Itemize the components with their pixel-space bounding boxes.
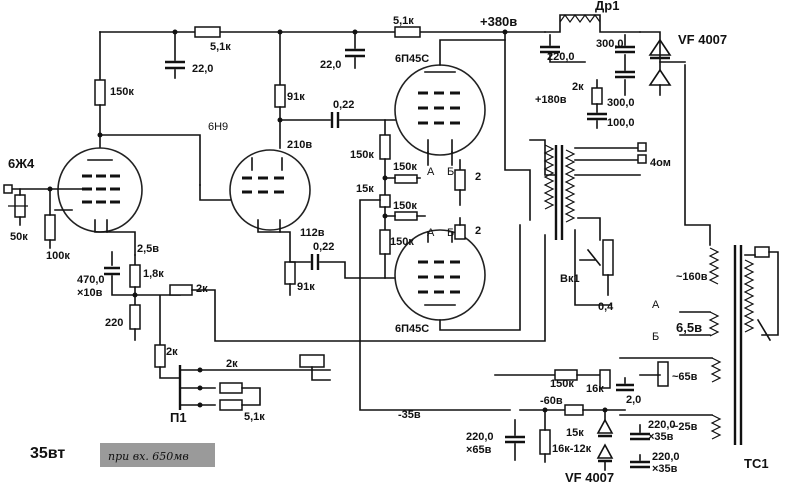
note-background xyxy=(100,443,215,467)
label-note: при вх. 650мв xyxy=(108,450,189,463)
label-v1: 6Ж4 xyxy=(8,156,35,171)
pin-a2: А xyxy=(427,227,435,239)
filter-caps xyxy=(165,26,365,79)
switch-p1 xyxy=(178,354,331,411)
label-r-bias3: 15к xyxy=(566,427,584,439)
label-choke: Др1 xyxy=(595,0,619,13)
label-r-grid-b: 150к xyxy=(390,236,414,248)
label-bias2-voltage: -35в xyxy=(398,409,421,421)
label-r-v1-anode: 150к xyxy=(110,86,134,98)
label-r-grid-a: 150к xyxy=(350,149,374,161)
label-c-v1-cathode-1: 470,0 xyxy=(77,274,105,286)
label-r-top: 5,1к xyxy=(210,41,231,53)
label-r-bias2: 16к xyxy=(586,383,604,395)
resistor-grid xyxy=(44,214,56,241)
label-ac-bias: ~65в xyxy=(672,371,698,383)
label-v2-cathode-voltage: 112в xyxy=(300,227,325,239)
label-c-filter: 22,0 xyxy=(320,59,341,71)
label-c-coupling1: 0,22 xyxy=(333,99,354,111)
label-r-sw1: 2к xyxy=(166,346,178,358)
pin-b1: Б xyxy=(447,166,454,178)
label-r-filter: 5,1к xyxy=(393,15,414,27)
label-r-fb: 2к xyxy=(196,283,208,295)
b-plus-rail xyxy=(99,13,661,221)
label-v2: 6Н9 xyxy=(208,121,228,133)
tube-v3 xyxy=(394,39,506,156)
label-r-screen2: 2 xyxy=(475,225,481,237)
label-r-stopper-b: 150к xyxy=(393,200,417,212)
label-c-bias4-1: 220,0 xyxy=(652,451,680,463)
tube-v2 xyxy=(199,31,401,296)
label-c-bias3-1: 220,0 xyxy=(648,419,676,431)
label-c-top: 22,0 xyxy=(192,63,213,75)
label-output-ohm: 4ом xyxy=(650,157,671,169)
label-r-mid: 15к xyxy=(356,183,374,195)
label-r-stopper-a: 150к xyxy=(393,161,417,173)
label-v2-anode-voltage: 210в xyxy=(287,139,312,151)
label-r-in: 50к xyxy=(10,231,28,243)
label-diode1: VF 4007 xyxy=(678,32,727,47)
grid-network xyxy=(359,119,511,411)
label-c-hv4: 100,0 xyxy=(607,117,635,129)
tube-v1 xyxy=(3,31,201,256)
label-b-plus: +380в xyxy=(480,14,517,29)
resistor-v1-anode xyxy=(94,79,106,106)
label-v1-cathode-voltage: 2,5в xyxy=(137,243,159,255)
label-r-v2-anode: 91к xyxy=(287,91,305,103)
label-switch: П1 xyxy=(170,410,187,425)
label-power: 35вт xyxy=(30,445,65,462)
label-ac-bias2: ~25в xyxy=(672,421,698,433)
label-c-coupling2: 0,22 xyxy=(313,241,334,253)
label-r-screen-hv: 2к xyxy=(572,81,584,93)
label-bias-voltage: -60в xyxy=(540,395,563,407)
resistor-filter xyxy=(394,26,421,38)
label-diode2: VF 4007 xyxy=(565,470,614,485)
label-c-hv3: 300,0 xyxy=(607,97,635,109)
label-screen-voltage: +180в xyxy=(535,94,567,106)
label-heater-voltage: ~160в xyxy=(676,271,708,283)
label-v3: 6П45С xyxy=(395,53,429,65)
label-tap-b: Б xyxy=(652,331,659,343)
bias-supply xyxy=(494,361,669,471)
label-c-bias3-2: ×35в xyxy=(648,431,674,443)
label-r-sw3: 5,1к xyxy=(244,411,265,423)
hv-supply xyxy=(540,34,711,246)
label-rsense: 0,4 xyxy=(598,301,614,313)
label-r-screen1: 2 xyxy=(475,171,481,183)
label-c-bias1: 2,0 xyxy=(626,394,641,406)
label-c-bias4-2: ×35в xyxy=(652,463,678,475)
label-c-v1-cathode-2: ×10в xyxy=(77,287,103,299)
label-c-bias2-2: ×65в xyxy=(466,444,492,456)
label-switch-fb: Вк1 xyxy=(560,273,580,285)
label-tr-6v: 6,5в xyxy=(676,320,702,335)
label-trafo: ТС1 xyxy=(744,456,769,471)
label-r-fb2: 220 xyxy=(105,317,123,329)
label-tap-a: А xyxy=(652,299,660,311)
label-r-bias1: 150к xyxy=(550,378,574,390)
label-v4: 6П45С xyxy=(395,323,429,335)
label-r-grid: 100к xyxy=(46,250,70,262)
pin-a1: А xyxy=(427,166,435,178)
label-c-bias2-1: 220,0 xyxy=(466,431,494,443)
label-r-v2-cathode: 91к xyxy=(297,281,315,293)
power-transformer xyxy=(619,245,779,445)
label-r-cathode: 1,8к xyxy=(143,268,164,280)
pin-b2: Б xyxy=(447,227,454,239)
junction-dots xyxy=(47,29,608,413)
label-c-hv1: 220,0 xyxy=(547,51,575,63)
output-transformer xyxy=(529,139,647,306)
label-c-hv2: 300,0 xyxy=(596,38,624,50)
label-r-bias4: 16к-12к xyxy=(552,443,592,455)
tube-v4 xyxy=(394,224,521,331)
label-r-sw2: 2к xyxy=(226,358,238,370)
